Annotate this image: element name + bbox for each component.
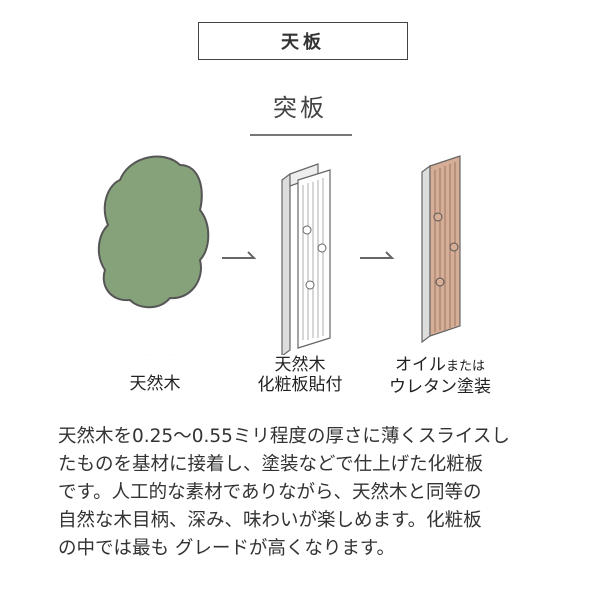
description-line: の中では最も グレードが高くなります。 [58,538,396,559]
section-title-box: 天板 [198,22,408,60]
description-line: 天然木を0.25～0.55ミリ程度の厚さに薄くスライスし [58,426,510,447]
finish-or: または [445,359,485,374]
section-title: 天板 [281,32,325,53]
description-line: 自然な木目柄、深み、味わいが楽しめます。化粧板 [58,510,482,531]
subtitle-underline [250,134,352,136]
description-line: たものを基材に接着し、塗装などで仕上げた化粧板 [58,454,484,475]
description-paragraph: 天然木を0.25～0.55ミリ程度の厚さに薄くスライスし たものを基材に接着し、… [58,423,558,563]
description-line: です。人工的な素材でありながら、天然木と同等の [58,482,482,503]
process-diagram [97,155,461,355]
veneer-board-icon [281,163,331,355]
tree-icon [97,155,210,355]
finish-urethane: ウレタン塗装 [389,377,491,397]
finish-oil: オイル [394,355,446,375]
step-label-natural-wood: 天然木 [129,374,181,394]
step-label-veneer: 天然木 化粧板貼付 [240,355,360,395]
step-label-line: 天然木 [274,355,326,375]
arrow-icon [222,251,257,259]
subtitle: 突板 [273,94,327,122]
arrow-icon [360,251,395,259]
step-label-line: 化粧板貼付 [257,375,343,395]
finished-board-icon [421,155,461,344]
step-label-finish: オイルまたは ウレタン塗装 [375,355,505,397]
